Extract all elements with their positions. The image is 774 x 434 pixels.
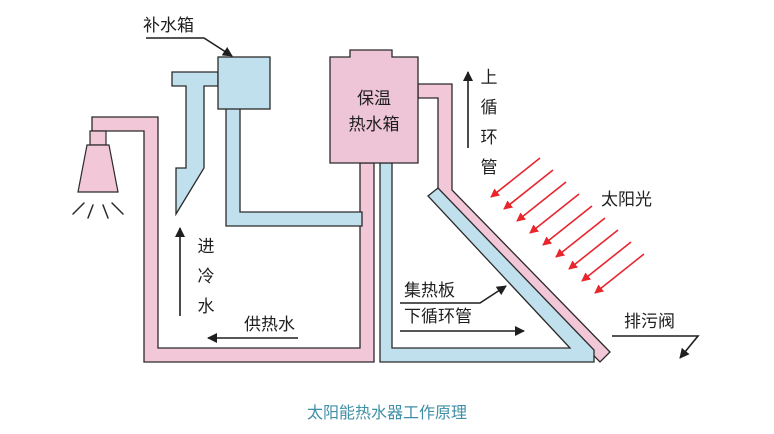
caption: 太阳能热水器工作原理 (307, 403, 467, 422)
cold-water-inlet-label: 进 冷 水 (198, 237, 215, 317)
storage-tank-label-line1: 保温 (357, 89, 391, 109)
sun-ray (581, 241, 632, 282)
collector-plate-label: 集热板 (404, 281, 455, 301)
flow-arrows (146, 37, 700, 359)
sun-ray (516, 181, 567, 222)
makeup-water-tank (217, 56, 271, 110)
sun-ray (503, 169, 554, 210)
sun-ray (568, 229, 619, 270)
sun-rays (490, 157, 645, 294)
svg-text:环: 环 (481, 128, 498, 148)
svg-text:进: 进 (198, 237, 215, 257)
sunlight-label: 太阳光 (601, 190, 652, 210)
svg-text:上: 上 (481, 68, 498, 88)
cold-inlet-pipe (171, 71, 219, 217)
sun-ray (594, 253, 645, 294)
lower-circulation-label: 下循环管 (404, 307, 472, 327)
storage-tank-label-line2: 热水箱 (349, 115, 400, 135)
makeup-tank-label: 补水箱 (143, 16, 194, 36)
shower-head-icon (72, 130, 124, 219)
drain-valve-arrow-icon (612, 335, 700, 359)
storage-tank (329, 49, 419, 164)
svg-text:冷: 冷 (198, 267, 215, 287)
lower-circulation-pipe (379, 162, 595, 363)
upper-circulation-label: 上 循 环 管 (481, 68, 498, 178)
sun-ray (529, 193, 580, 234)
hot-water-supply-label: 供热水 (244, 315, 295, 335)
sun-ray (542, 205, 593, 246)
sun-ray (555, 217, 606, 258)
makeup-tank-leader (146, 37, 233, 57)
upper-circulation-pipe (417, 83, 611, 363)
svg-text:管: 管 (481, 158, 498, 178)
drain-valve-label: 排污阀 (624, 312, 675, 332)
svg-text:水: 水 (198, 297, 215, 317)
svg-text:循: 循 (481, 98, 498, 118)
sun-ray (490, 157, 541, 198)
collector-leader (400, 285, 507, 304)
